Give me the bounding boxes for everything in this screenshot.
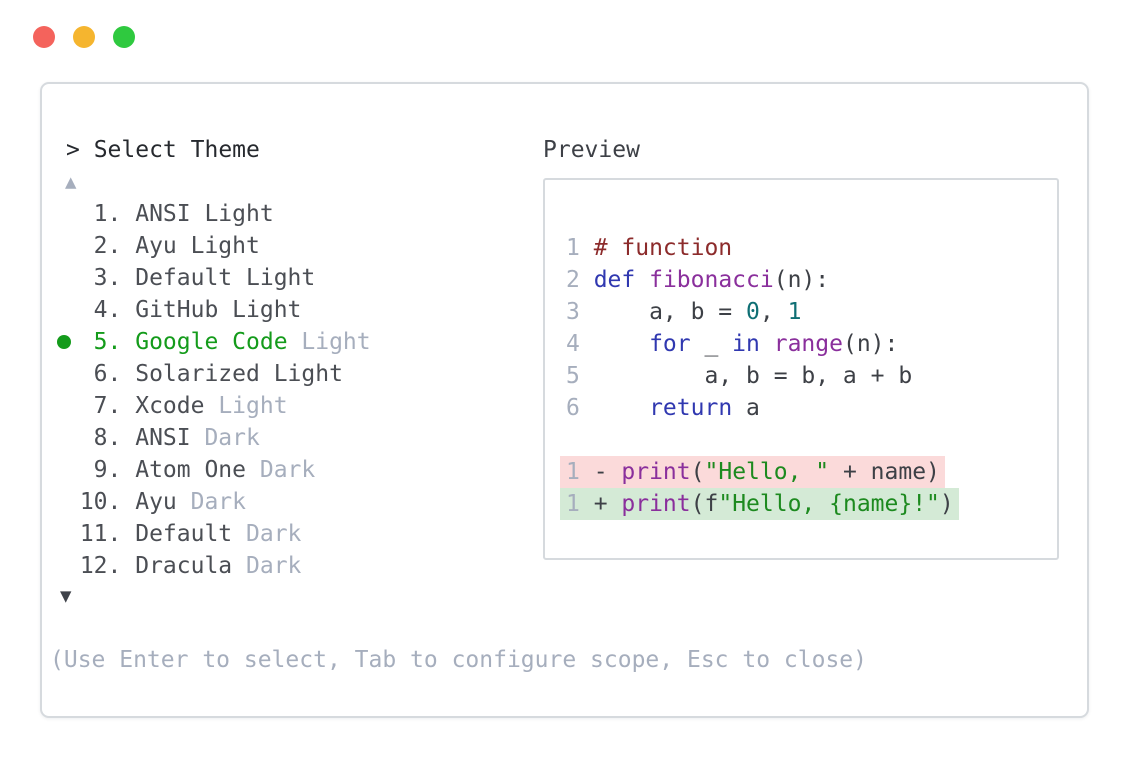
selected-item-bullet-icon (57, 335, 71, 349)
item-name: ANSI (135, 425, 191, 451)
item-variant: Light (204, 201, 274, 227)
line-number: 4 (566, 331, 580, 357)
theme-item-ansi-dark[interactable]: 8. ANSI Dark (66, 422, 371, 454)
code-line: 3 a, b = 0, 1 (566, 296, 959, 328)
item-number: 2. (93, 233, 122, 259)
item-name: GitHub (135, 297, 219, 323)
item-name: Xcode (135, 393, 205, 419)
diff-removed-highlight: 1 - print("Hello, " + name) (560, 456, 945, 488)
diff-added-line: 1 + print(f"Hello, {name}!") (560, 488, 959, 520)
code-text: a, b = 0, 1 (593, 299, 802, 325)
item-number: 12. (79, 553, 122, 579)
theme-item-dracula-dark[interactable]: 12. Dracula Dark (66, 550, 371, 582)
code-line: 1 # function (566, 232, 959, 264)
item-name: Google Code (135, 329, 288, 355)
item-number: 3. (93, 265, 122, 291)
item-name: Solarized (135, 361, 260, 387)
item-number: 5. (93, 329, 122, 355)
theme-item-ayu-dark[interactable]: 10. Ayu Dark (66, 486, 371, 518)
item-name: ANSI (135, 201, 191, 227)
item-number: 4. (93, 297, 122, 323)
close-button[interactable] (33, 26, 55, 48)
theme-item-default-light[interactable]: 3. Default Light (66, 262, 371, 294)
code-text: for _ in range(n): (649, 331, 899, 357)
help-text: (Use Enter to select, Tab to configure s… (50, 647, 867, 673)
item-name: Ayu (135, 489, 177, 515)
code-text: a, b = b, a + b (593, 363, 913, 389)
item-variant: Light (301, 329, 371, 355)
item-variant: Light (232, 297, 302, 323)
code-text: def fibonacci(n): (593, 267, 830, 293)
code-text: + print(f"Hello, {name}!") (593, 491, 954, 517)
line-number: 1 (566, 459, 580, 485)
item-name: Ayu (135, 233, 177, 259)
diff-removed-line: 1 - print("Hello, " + name) (560, 456, 959, 488)
item-number: 8. (93, 425, 122, 451)
item-number: 6. (93, 361, 122, 387)
code-line: 5 a, b = b, a + b (566, 360, 959, 392)
theme-item-github-light[interactable]: 4. GitHub Light (66, 294, 371, 326)
code-text: # function (593, 235, 733, 261)
item-number: 1. (93, 201, 122, 227)
item-name: Default (135, 265, 233, 291)
item-number: 11. (79, 521, 122, 547)
item-variant: Dark (246, 553, 302, 579)
code-line: 6 return a (566, 392, 959, 424)
item-variant: Light (246, 265, 316, 291)
line-number: 2 (566, 267, 580, 293)
select-theme-prompt: > Select Theme (66, 137, 260, 163)
blank-line (566, 424, 959, 456)
code-text: - print("Hello, " + name) (593, 459, 940, 485)
zoom-button[interactable] (113, 26, 135, 48)
line-number: 6 (566, 395, 580, 421)
theme-item-default-dark[interactable]: 11. Default Dark (66, 518, 371, 550)
item-name: Default (135, 521, 233, 547)
item-name: Dracula (135, 553, 233, 579)
item-variant: Light (273, 361, 343, 387)
scroll-down-indicator[interactable]: ▼ (60, 585, 72, 607)
theme-item-ayu-light[interactable]: 2. Ayu Light (66, 230, 371, 262)
code-preview: 1 # function 2 def fibonacci(n): 3 a, b = … (560, 232, 959, 520)
item-variant: Dark (204, 425, 260, 451)
scroll-up-indicator[interactable]: ▲ (65, 171, 77, 193)
line-number: 1 (566, 491, 580, 517)
item-variant: Dark (246, 521, 302, 547)
item-number: 7. (93, 393, 122, 419)
item-name: Atom One (135, 457, 246, 483)
item-number: 9. (93, 457, 122, 483)
theme-item-atom-one-dark[interactable]: 9. Atom One Dark (66, 454, 371, 486)
item-variant: Light (218, 393, 288, 419)
line-number: 3 (566, 299, 580, 325)
code-text: return a (649, 395, 760, 421)
preview-title: Preview (543, 137, 640, 163)
window-controls (33, 26, 135, 48)
theme-item-solarized-light[interactable]: 6. Solarized Light (66, 358, 371, 390)
minimize-button[interactable] (73, 26, 95, 48)
code-line: 4 for _ in range(n): (566, 328, 959, 360)
code-line: 2 def fibonacci(n): (566, 264, 959, 296)
item-variant: Dark (190, 489, 246, 515)
theme-item-xcode-light[interactable]: 7. Xcode Light (66, 390, 371, 422)
theme-item-ansi-light[interactable]: 1. ANSI Light (66, 198, 371, 230)
diff-added-highlight: 1 + print(f"Hello, {name}!") (560, 488, 959, 520)
preview-box: 1 # function 2 def fibonacci(n): 3 a, b = … (543, 178, 1059, 560)
item-variant: Dark (259, 457, 316, 483)
theme-item-google-code-light-selected[interactable]: 5. Google Code Light (57, 326, 371, 358)
line-number: 5 (566, 363, 580, 389)
item-number: 10. (79, 489, 122, 515)
item-variant: Light (190, 233, 260, 259)
line-number: 1 (566, 235, 580, 261)
